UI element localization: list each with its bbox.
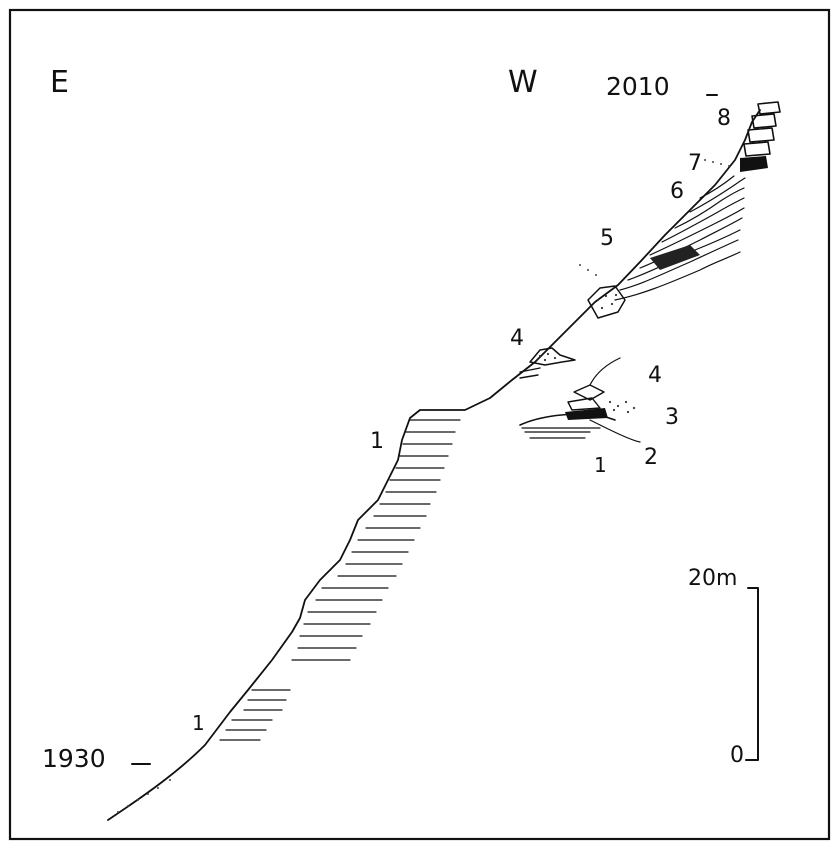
west-label: W (508, 65, 538, 100)
main-layer-1-upper: 1 (370, 429, 384, 454)
east-label: E (50, 65, 69, 100)
main-slope-profile (107, 109, 761, 821)
inset-layer-3: 3 (665, 405, 679, 430)
main-layer-5: 5 (600, 226, 614, 251)
layer-4-block (519, 347, 576, 379)
inset-layer-2: 2 (644, 445, 658, 470)
layer-leader-dots (579, 159, 730, 276)
elevation-bottom-label: 1930 (42, 744, 106, 773)
dark-lens-5 (650, 245, 700, 270)
scree-dots-bottom (117, 779, 171, 813)
main-layer-7: 7 (688, 151, 702, 176)
inset-profile (519, 357, 641, 443)
elevation-top-label: 2010 (606, 72, 670, 101)
lower-slope-hatching (219, 419, 461, 741)
main-layer-8: 8 (717, 106, 731, 131)
inset-layer-4: 4 (648, 363, 662, 388)
scale-bar-bottom-label: 0 (730, 743, 744, 768)
figure-frame (8, 8, 831, 841)
dotted-block-5-base (587, 285, 626, 319)
scale-bar (745, 587, 759, 761)
top-cap-blocks (740, 101, 781, 172)
main-layer-6: 6 (670, 179, 684, 204)
scale-bar-top-label: 20m (688, 566, 737, 591)
main-layer-1-lower: 1 (192, 711, 205, 735)
inset-layer-1: 1 (594, 453, 607, 477)
main-layer-4: 4 (510, 326, 524, 351)
upper-wavy-strata (614, 175, 746, 301)
dark-band-7 (740, 156, 768, 172)
